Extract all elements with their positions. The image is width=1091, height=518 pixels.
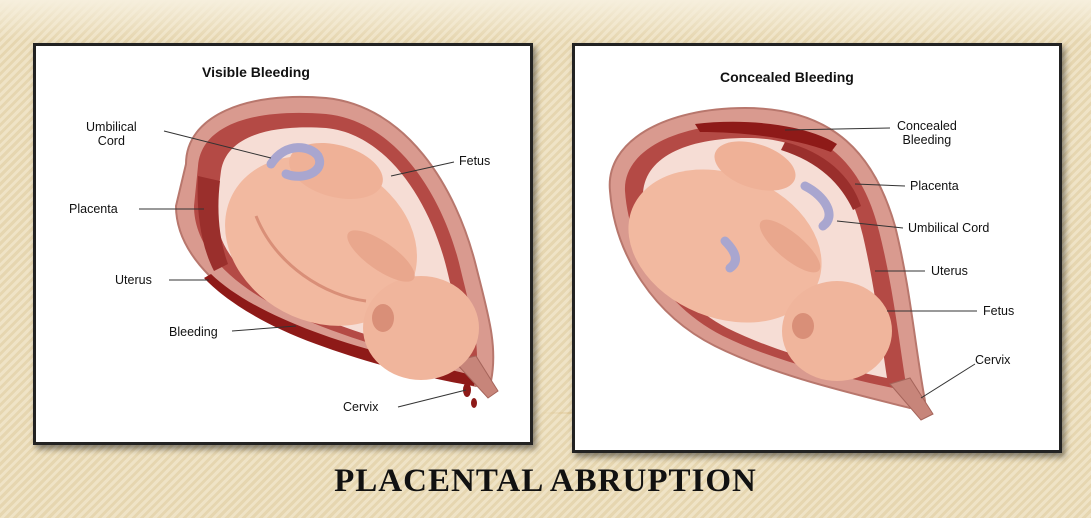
slide-title: PLACENTAL ABRUPTION	[0, 463, 1091, 500]
label-uterus: Uterus	[115, 273, 152, 287]
label-cervix: Cervix	[975, 353, 1010, 367]
fetus-ear	[372, 304, 394, 332]
label-bleeding: Bleeding	[169, 325, 218, 339]
panel-title: Concealed Bleeding	[720, 69, 854, 85]
panel-title: Visible Bleeding	[202, 64, 310, 80]
concealed-bleeding-illustration	[575, 46, 1059, 450]
visible-bleeding-panel: Visible Bleeding Umbilical Cord Fetus Pl…	[33, 43, 533, 445]
label-placenta: Placenta	[910, 179, 959, 193]
label-uterus: Uterus	[931, 264, 968, 278]
label-cervix: Cervix	[343, 400, 378, 414]
label-fetus: Fetus	[459, 154, 490, 168]
blood-drop	[471, 398, 477, 408]
label-umbilical-cord: Umbilical Cord	[86, 120, 137, 148]
label-umbilical-cord: Umbilical Cord	[908, 221, 989, 235]
background-top-shade	[0, 0, 1091, 40]
label-fetus: Fetus	[983, 304, 1014, 318]
label-placenta: Placenta	[69, 202, 118, 216]
visible-bleeding-illustration	[36, 46, 530, 442]
fetus-ear	[792, 313, 814, 339]
concealed-bleeding-panel: Concealed Bleeding Concealed Bleeding Pl…	[572, 43, 1062, 453]
label-concealed-bleeding: Concealed Bleeding	[897, 119, 957, 147]
